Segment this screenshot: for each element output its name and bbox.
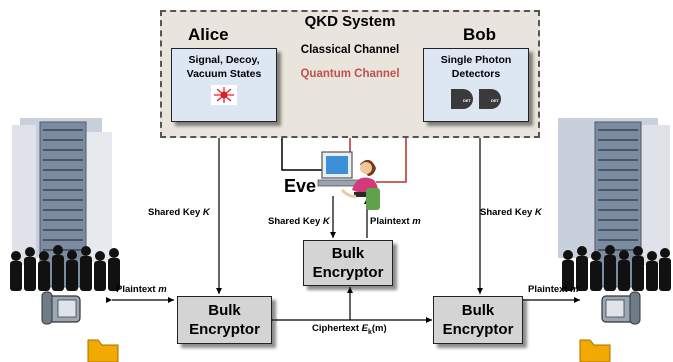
alice-box-line2: Vacuum States (186, 68, 262, 80)
shared-key-left-label: Shared Key K (148, 207, 210, 218)
encryptor-line1: Bulk (461, 302, 495, 319)
detector-label: DET (491, 98, 499, 103)
detector-pair: DET DET (451, 89, 501, 109)
bob-box-line1: Single Photon (440, 54, 512, 66)
alice-title: Alice (188, 25, 229, 44)
crowd-left-icon (10, 245, 120, 291)
bob-box-line2: Detectors (451, 68, 501, 80)
alice-bulk-encryptor-box: Bulk Encryptor (177, 296, 272, 344)
encryptor-line2: Encryptor (312, 264, 384, 281)
encryptor-line2: Encryptor (189, 321, 260, 338)
ciphertext-label: Ciphertext Ek(m) (312, 323, 387, 336)
building-left-icon (12, 118, 112, 288)
detector-label: DET (463, 98, 471, 103)
quantum-channel-label: Quantum Channel (300, 68, 400, 80)
bob-detectors-box: Single Photon Detectors DET DET (423, 48, 529, 122)
phone-left-icon (41, 291, 81, 325)
phone-right-icon (601, 291, 641, 325)
encryptor-line1: Bulk (208, 302, 241, 319)
folder-left-icon (87, 339, 119, 362)
laser-icon (211, 85, 237, 105)
eve-shared-key-label: Shared Key K (268, 216, 330, 227)
crowd-right-icon (562, 245, 671, 291)
bob-bulk-encryptor-box: Bulk Encryptor (433, 296, 523, 344)
eve-figure-icon (317, 151, 380, 210)
bob-title: Bob (463, 25, 497, 44)
encryptor-line1: Bulk (331, 245, 365, 262)
eve-label: Eve (284, 176, 317, 196)
classical-channel-label: Classical Channel (300, 44, 400, 56)
alice-states-box: Signal, Decoy, Vacuum States (171, 48, 277, 122)
shared-key-right-label: Shared Key K (480, 207, 542, 218)
detector-icon: DET (479, 89, 501, 109)
eve-plaintext-label: Plaintext m (370, 216, 421, 227)
building-right-icon (558, 118, 670, 288)
detector-icon: DET (451, 89, 473, 109)
encryptor-line2: Encryptor (442, 321, 514, 338)
alice-box-line1: Signal, Decoy, (188, 54, 260, 66)
folder-right-icon (579, 339, 611, 362)
qkd-system-title: QKD System (304, 13, 396, 30)
plaintext-right-label: Plaintext m (528, 284, 579, 295)
plaintext-left-label: Plaintext m (116, 284, 167, 295)
eve-bulk-encryptor-box: Bulk Encryptor (303, 240, 393, 286)
